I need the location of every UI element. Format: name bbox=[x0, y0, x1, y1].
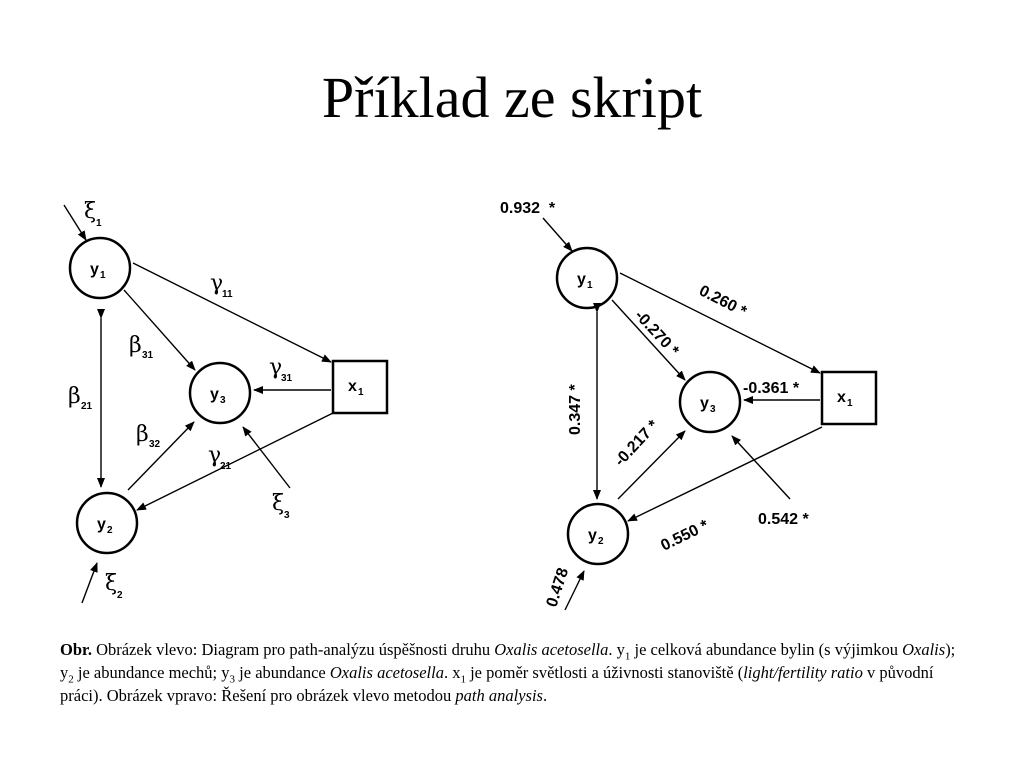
left-node-x1-box bbox=[331, 359, 389, 415]
coef-x1-y2: 0.550 * bbox=[658, 517, 712, 555]
right-arrow-y2-y3 bbox=[617, 430, 686, 500]
left-arrow-y1-y3 bbox=[123, 289, 196, 371]
left-node-y1-sub: 1 bbox=[100, 270, 106, 281]
coef-e-y3: 0.542 * bbox=[758, 511, 809, 528]
right-node-x1-sub: 1 bbox=[847, 398, 853, 409]
left-node-x1-label: x bbox=[348, 378, 357, 395]
right-diagram-labels: y 1 y 3 y 2 x 1 0.932 * 0.260 * -0.270 *… bbox=[500, 200, 853, 609]
right-node-y1-label: y bbox=[577, 271, 586, 288]
left-arrow-xi1-y1 bbox=[63, 204, 87, 241]
caption-text-2: . y bbox=[608, 640, 625, 659]
label-beta32-sub: 32 bbox=[149, 439, 161, 450]
label-xi1-sub: 1 bbox=[96, 218, 102, 229]
right-diagram bbox=[542, 217, 878, 611]
caption-text-10: . bbox=[542, 686, 548, 705]
left-node-y2-circle bbox=[75, 491, 139, 555]
path-diagrams: y 1 y 3 y 2 x 1 ξ 1 γ 11 β 31 γ 31 β 21 … bbox=[63, 199, 878, 611]
caption-sub-1: 1 bbox=[624, 650, 631, 663]
label-gamma11: γ bbox=[210, 271, 223, 296]
caption-italic-5: path analysis bbox=[455, 686, 543, 705]
left-node-y3-sub: 3 bbox=[220, 395, 226, 406]
left-node-y2-sub: 2 bbox=[107, 525, 113, 536]
caption-text-8: je poměr světlosti a úživnosti stanovišt… bbox=[465, 663, 744, 682]
right-node-y2-label: y bbox=[588, 527, 597, 544]
left-arrow-xi3-y3 bbox=[242, 426, 291, 489]
caption-sub-4: 1 bbox=[460, 673, 466, 686]
left-node-y3-circle bbox=[188, 361, 252, 425]
coef-y1-y3: -0.270 * bbox=[631, 307, 682, 360]
right-arrow-y1-x1 bbox=[619, 272, 821, 374]
right-arrow-e-y2 bbox=[564, 570, 585, 611]
right-node-x1-label: x bbox=[837, 389, 846, 406]
left-node-x1-sub: 1 bbox=[358, 387, 364, 398]
label-gamma21: γ bbox=[208, 443, 221, 468]
right-node-y2-sub: 2 bbox=[598, 536, 604, 547]
caption-text-7: . x bbox=[443, 663, 461, 682]
label-xi1: ξ bbox=[84, 199, 96, 224]
label-gamma31: γ bbox=[269, 355, 282, 380]
left-diagram bbox=[63, 204, 389, 604]
label-gamma11-sub: 11 bbox=[222, 289, 233, 300]
caption-italic-2: Oxalis bbox=[902, 640, 946, 659]
coef-y1-y2: 0.347 * bbox=[567, 384, 584, 435]
caption-text-6: je abundance bbox=[235, 663, 330, 682]
label-gamma31-sub: 31 bbox=[281, 373, 293, 384]
label-beta31-sub: 31 bbox=[142, 350, 154, 361]
right-node-y3-label: y bbox=[700, 395, 709, 412]
left-arrow-y2-y3 bbox=[127, 421, 195, 491]
right-node-y3-sub: 3 bbox=[710, 404, 716, 415]
right-arrow-e-y3 bbox=[731, 435, 791, 500]
label-gamma21-sub: 21 bbox=[220, 461, 232, 472]
left-node-y1-circle bbox=[68, 236, 132, 300]
label-beta21: β bbox=[68, 384, 81, 409]
caption-italic-1: Oxalis acetosella bbox=[494, 640, 609, 659]
left-arrow-y1-x1 bbox=[132, 262, 332, 363]
label-xi2-sub: 2 bbox=[117, 590, 123, 601]
label-xi2: ξ bbox=[105, 571, 117, 596]
right-arrow-x1-y2 bbox=[627, 426, 823, 522]
left-node-y2-label: y bbox=[97, 516, 106, 533]
caption-italic-3: Oxalis acetosella bbox=[329, 663, 444, 682]
label-xi3: ξ bbox=[272, 491, 284, 516]
right-node-y1-sub: 1 bbox=[587, 280, 593, 291]
right-node-y3-circle bbox=[678, 370, 742, 434]
right-node-y2-circle bbox=[566, 502, 630, 566]
right-arrow-e-y1 bbox=[542, 217, 573, 252]
slide-title: Příklad ze skript bbox=[321, 65, 703, 130]
caption-text-9: v původní práci). Obrázek vpravo: Řešení… bbox=[60, 663, 934, 705]
label-beta32: β bbox=[136, 422, 149, 447]
left-diagram-labels: y 1 y 3 y 2 x 1 ξ 1 γ 11 β 31 γ 31 β 21 … bbox=[68, 199, 364, 601]
right-arrow-y1-y3 bbox=[611, 299, 686, 381]
caption-text-5: je abundance mechů; y bbox=[73, 663, 230, 682]
caption-text-4: ); y bbox=[60, 640, 956, 682]
caption-text-1: Obrázek vlevo: Diagram pro path-analýzu … bbox=[91, 640, 495, 659]
caption-sub-2: 2 bbox=[68, 673, 74, 686]
caption-sub-3: 3 bbox=[229, 673, 236, 686]
label-beta21-sub: 21 bbox=[81, 401, 93, 412]
caption-italic-4: light/fertility ratio bbox=[743, 663, 863, 682]
coef-e-y1: 0.932 * bbox=[500, 200, 556, 217]
right-node-x1-box bbox=[820, 370, 878, 426]
left-node-y1-label: y bbox=[90, 261, 99, 278]
caption-text-3: je celková abundance bylin (s výjimkou bbox=[630, 640, 903, 659]
left-arrow-xi2-y2 bbox=[81, 562, 98, 604]
figure-caption: Obr. Obrázek vlevo: Diagram pro path-ana… bbox=[60, 638, 965, 707]
coef-x1-y3: -0.361 * bbox=[743, 380, 800, 397]
right-node-y1-circle bbox=[555, 246, 619, 310]
caption-obr: Obr. bbox=[60, 640, 92, 659]
label-xi3-sub: 3 bbox=[284, 510, 290, 521]
left-arrow-x1-y2 bbox=[136, 412, 334, 511]
left-node-y3-label: y bbox=[210, 386, 219, 403]
label-beta31: β bbox=[129, 333, 142, 358]
